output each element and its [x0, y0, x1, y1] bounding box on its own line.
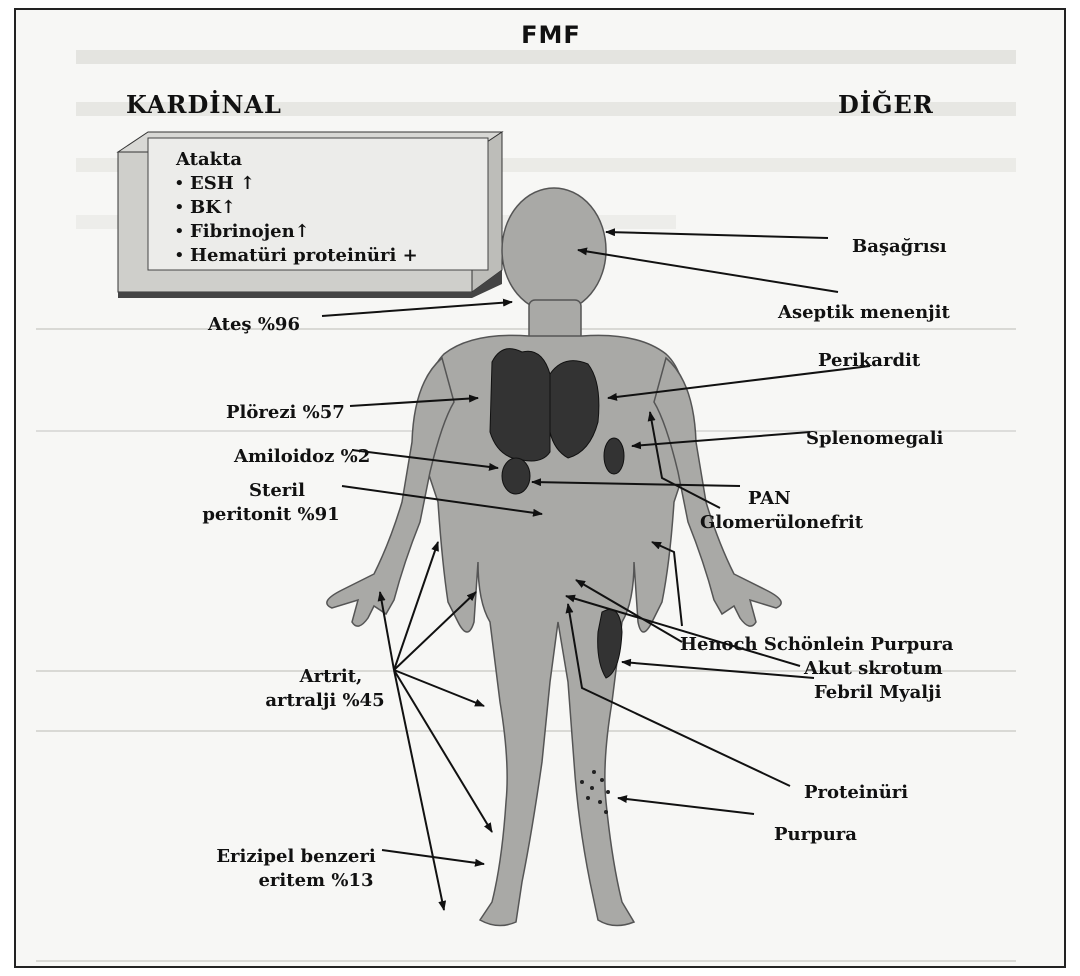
label-aseptik: Aseptik menenjit: [778, 302, 950, 324]
label-steril-line1: Steril: [192, 480, 362, 502]
label-purpura: Purpura: [774, 824, 857, 846]
attack-item: Fibrinojen↑: [176, 220, 418, 244]
label-proteinuri: Proteinüri: [804, 782, 908, 804]
attack-box-heading: Atakta: [176, 148, 418, 172]
body-diagram: [16, 10, 1066, 968]
label-artrit-line2: artralji %45: [244, 690, 406, 712]
attack-item: Hematüri proteinüri +: [176, 244, 418, 268]
figure-frame: FMF KARDİNAL DİĞER Atakta ESH ↑ BK↑ Fibr…: [14, 8, 1066, 968]
label-ates: Ateş %96: [208, 314, 300, 336]
arrow-purpura: [618, 798, 754, 814]
arrow-artrit-5: [394, 670, 492, 832]
diagram-title: FMF: [506, 24, 596, 46]
label-pan: PAN: [748, 488, 791, 510]
human-figure: [327, 188, 781, 926]
label-steril-line2: peritonit %91: [180, 504, 362, 526]
label-splenomegali: Splenomegali: [806, 428, 943, 450]
label-perikardit: Perikardit: [818, 350, 920, 372]
attack-item: ESH ↑: [176, 172, 418, 196]
label-henoch: Henoch Schönlein Purpura: [680, 634, 953, 656]
header-diger: DİĞER: [838, 94, 934, 116]
label-plorezi: Plörezi %57: [226, 402, 345, 424]
label-basagrisi: Başağrısı: [852, 236, 947, 258]
attack-box-list: ESH ↑ BK↑ Fibrinojen↑ Hematüri proteinür…: [176, 172, 418, 268]
attack-box: Atakta ESH ↑ BK↑ Fibrinojen↑ Hematüri pr…: [176, 148, 418, 268]
arrow-aseptik: [578, 250, 838, 292]
arrow-febril-myalji: [622, 662, 814, 678]
label-erizipel-line2: eritem %13: [236, 870, 396, 892]
label-amiloidoz: Amiloidoz %2: [234, 446, 370, 468]
label-akut-skrotum: Akut skrotum: [804, 658, 943, 680]
label-febril-myalji: Febril Myalji: [814, 682, 942, 704]
arrow-ates: [322, 302, 512, 316]
label-glomerulonefrit: Glomerülonefrit: [700, 512, 863, 534]
label-erizipel-line1: Erizipel benzeri: [196, 846, 396, 868]
arrow-artrit-4: [394, 670, 484, 706]
attack-item: BK↑: [176, 196, 418, 220]
label-artrit-line1: Artrit,: [256, 666, 406, 688]
arrow-basagrisi: [606, 232, 828, 238]
header-kardinal: KARDİNAL: [126, 94, 282, 116]
